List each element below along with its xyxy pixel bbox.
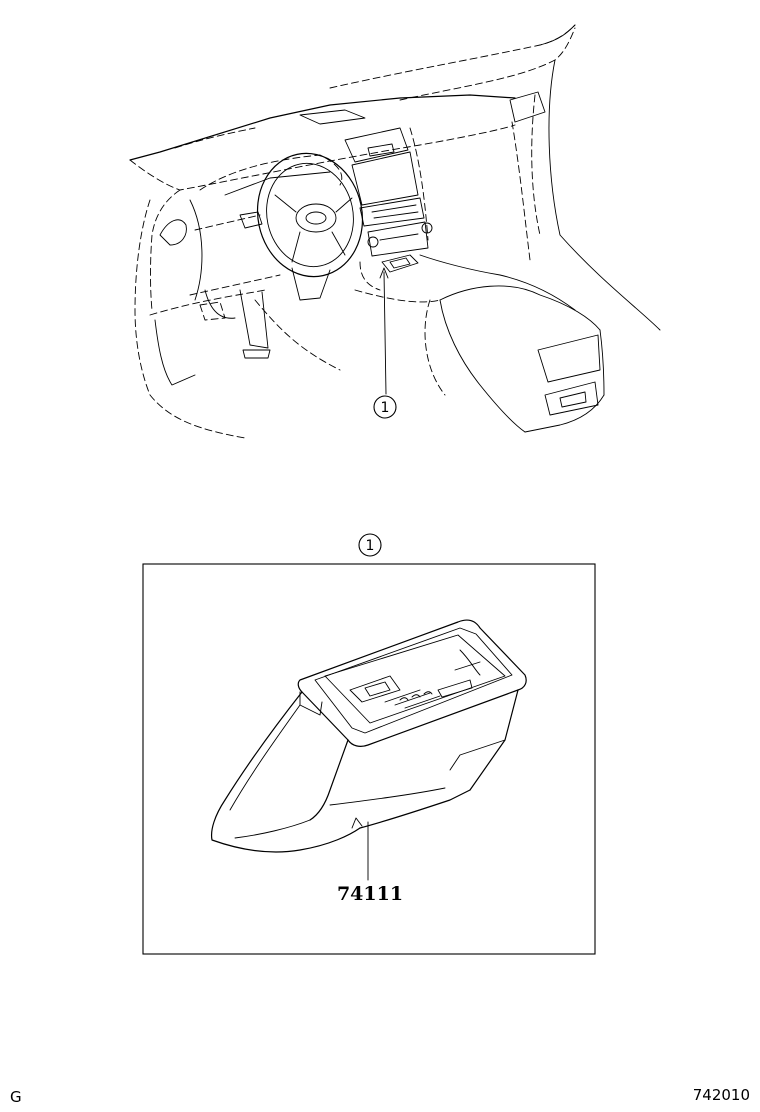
overview-callout: 1 <box>373 395 397 419</box>
part-number-label: 74111 <box>337 883 403 905</box>
overview-callout-label: 1 <box>381 400 390 416</box>
detail-frame <box>142 563 596 955</box>
detail-callout: 1 <box>358 533 382 557</box>
figure-number: 742010 <box>693 1086 750 1104</box>
detail-callout-label: 1 <box>366 538 375 554</box>
interior-overview <box>129 24 661 439</box>
footer-code: G <box>10 1088 22 1106</box>
part-74111-drawing <box>210 619 527 881</box>
